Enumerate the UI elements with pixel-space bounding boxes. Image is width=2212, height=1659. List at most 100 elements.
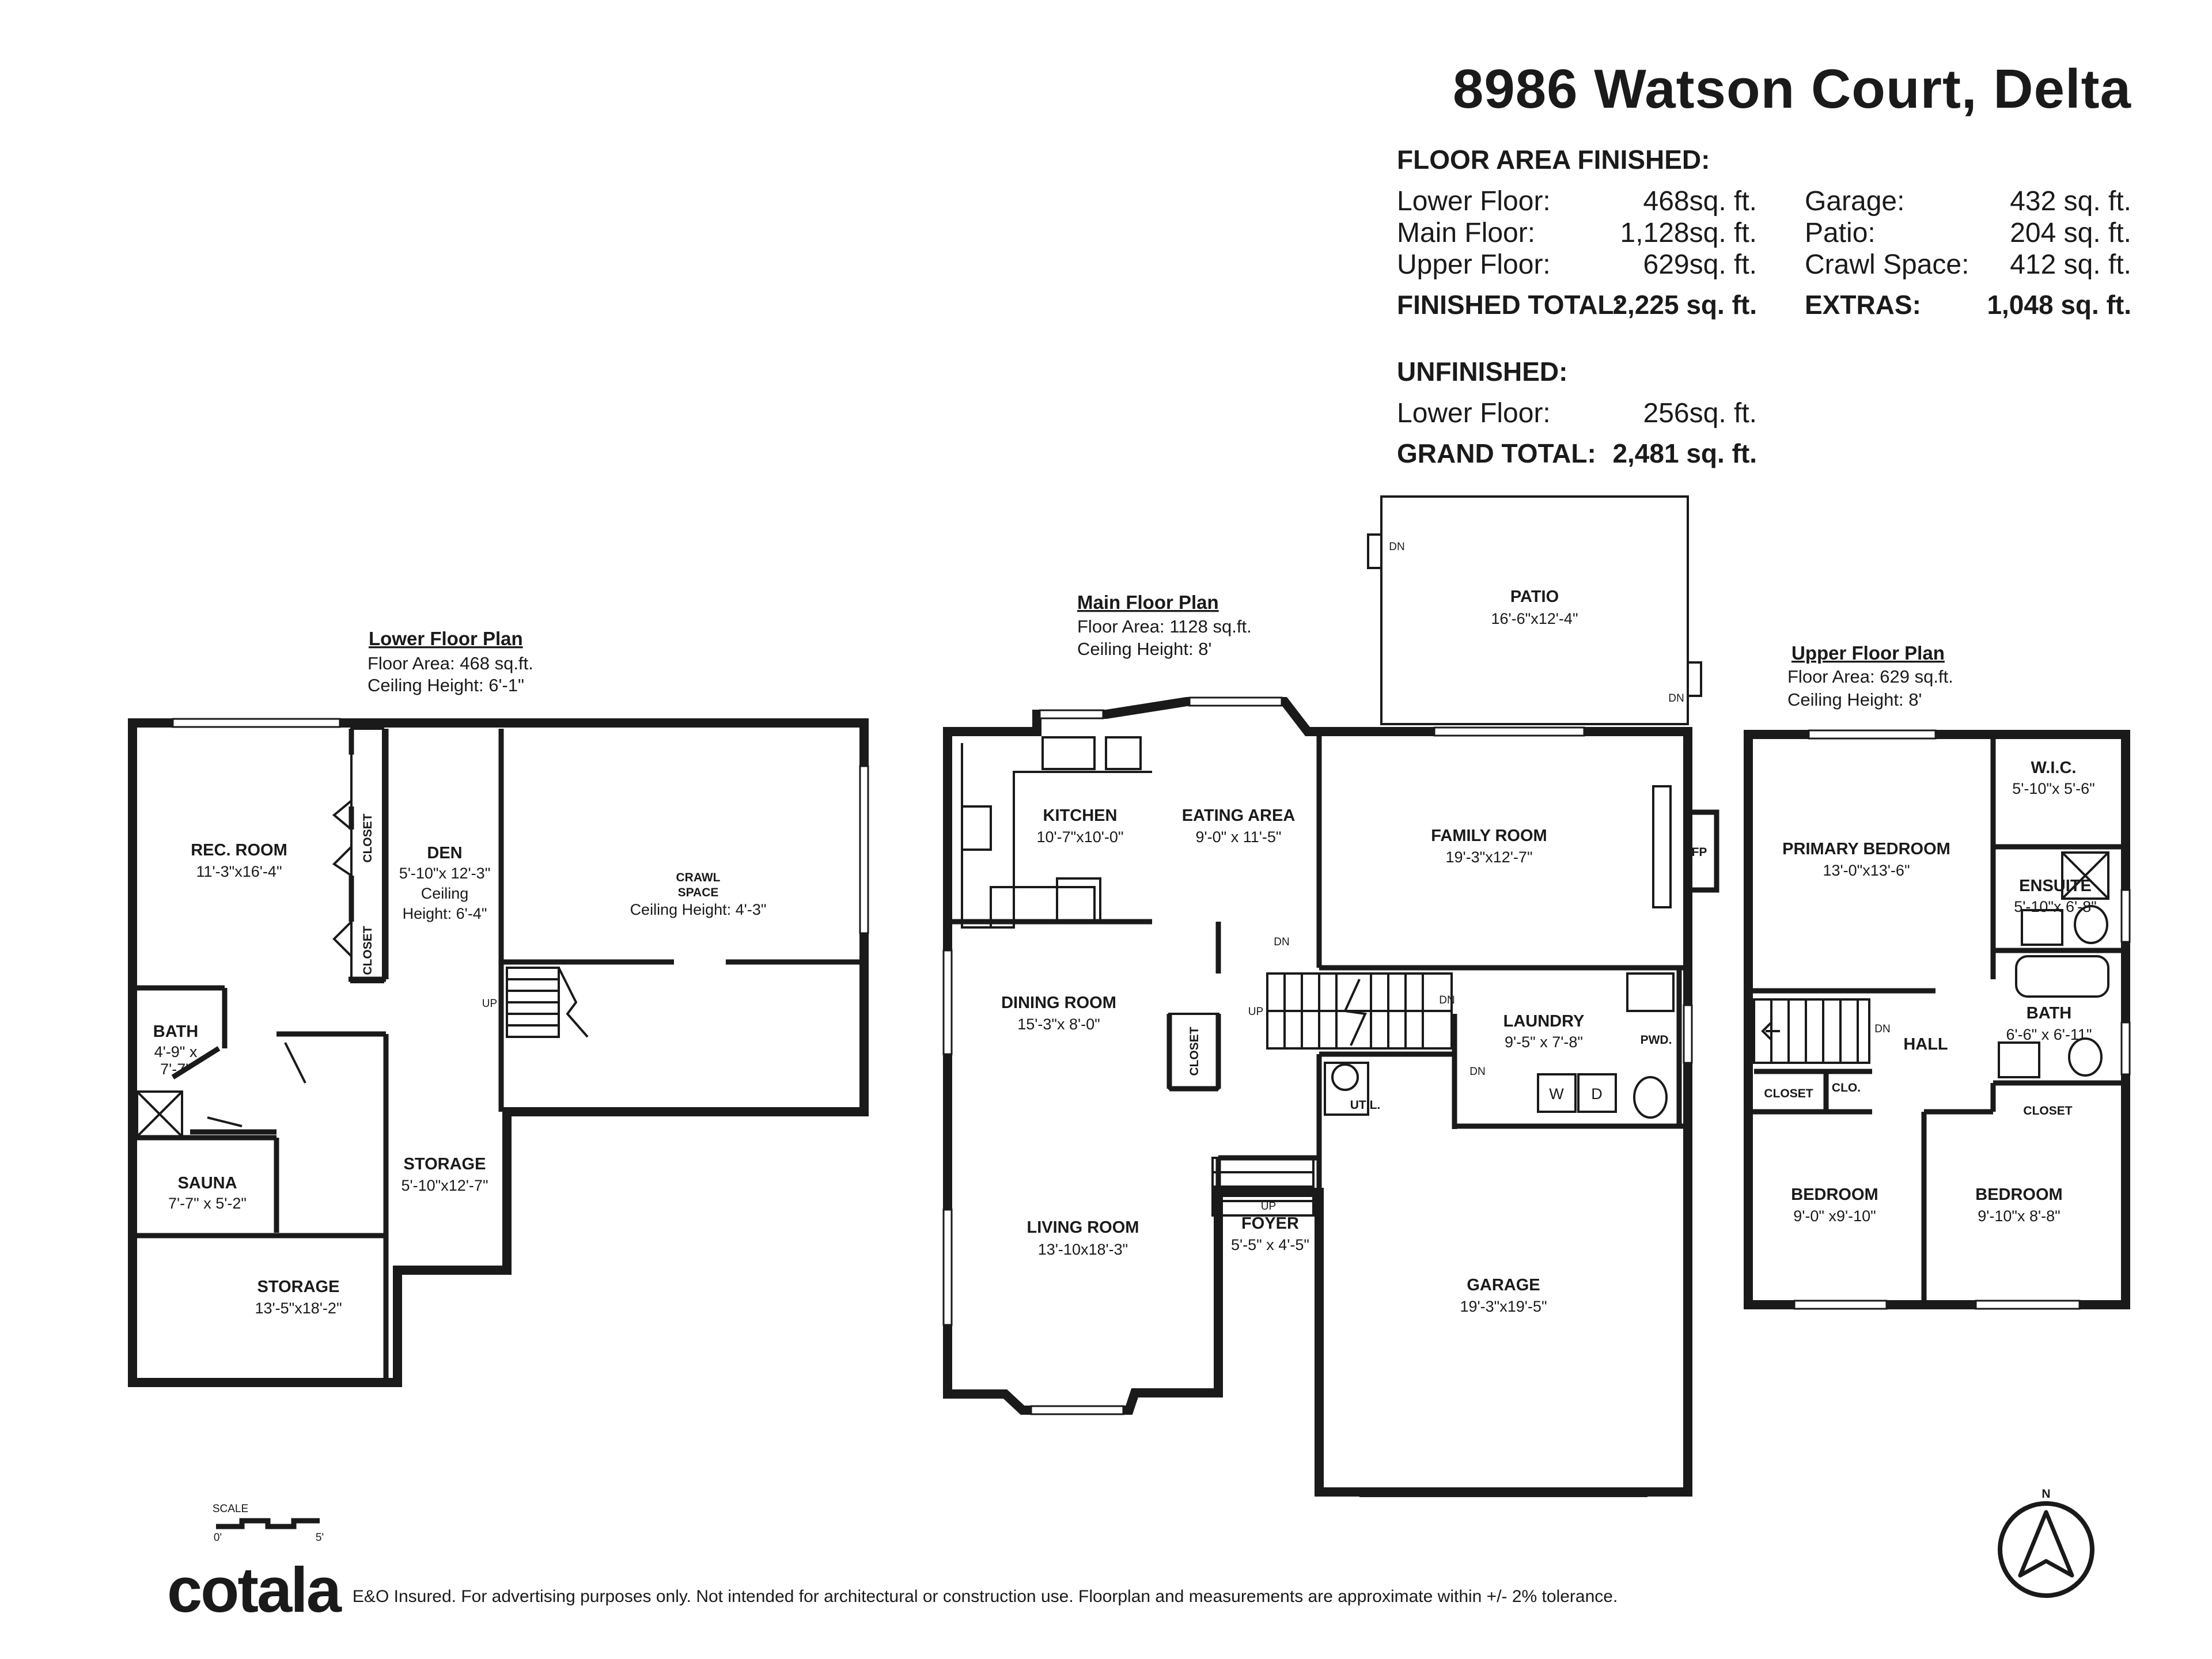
ensuite-name: ENSUITE [2019,877,2092,895]
upper-closet-label-2: CLOSET [2023,1104,2072,1118]
lower-floor-label: Lower Floor: [1397,186,1551,217]
lower-bath-name: BATH [153,1022,198,1041]
north-compass-icon: N [1998,1487,2094,1598]
sauna-heater-x [136,1090,183,1138]
upper-floor-plan: Upper Floor Plan Floor Area: 629 sq.ft. … [1744,642,2131,1310]
dishwasher [1105,736,1142,770]
foyer-dim: 5'-5" x 4'-5" [1231,1236,1309,1253]
kitchen-dim: 10'-7"x10'-0" [1036,828,1123,846]
storage-a-dim: 5'-10"x12'-7" [401,1177,488,1194]
window [2120,1021,2131,1075]
main-dn-label-2: DN [1439,994,1455,1006]
lower-bath-dim-2: 7'-7" [160,1060,191,1078]
bath-toilet [2068,1037,2103,1077]
upper-bath-name: BATH [2027,1004,2071,1022]
dryer-label: D [1591,1085,1603,1103]
upper-floor-label: Upper Floor: [1397,249,1551,280]
scale-label: SCALE [213,1503,248,1515]
wic-name: W.I.C. [2031,759,2077,777]
closet-door [332,800,353,957]
patio-step [1687,661,1702,697]
kitchen-counter [961,743,1152,929]
grand-total-value: 2,481 sq. ft. [1612,438,1757,468]
grand-total-label: GRAND TOTAL: [1397,438,1596,468]
lower-floor-plan: Lower Floor Plan Floor Area: 468 sq.ft. … [128,628,869,1387]
foyer-up-label: UP [1261,1200,1276,1213]
scale-start: 0' [214,1532,222,1544]
unfinished-heading: UNFINISHED: [1397,357,1568,387]
upper-plan-area: Floor Area: 629 sq.ft. [1787,666,1953,687]
unfinished-lower-label: Lower Floor: [1397,398,1551,429]
closet-label: CLOSET [361,926,374,975]
patio-name: PATIO [1510,588,1559,606]
crawl-space-label: Crawl Space: [1805,249,1969,280]
garage-name: GARAGE [1467,1276,1540,1294]
living-room-name: LIVING ROOM [1027,1218,1139,1237]
kitchen-name: KITCHEN [1043,806,1118,825]
fireplace-label: FP [1692,846,1707,859]
primary-bedroom-name: PRIMARY BEDROOM [1782,840,1950,858]
powder-toilet [1633,1076,1668,1119]
north-label: N [2041,1487,2050,1501]
ensuite-toilet [2074,905,2108,944]
bathtub [2015,955,2109,998]
washer [1537,1073,1577,1113]
lower-plan-title: Lower Floor Plan [369,628,523,649]
sauna-name: SAUNA [177,1174,237,1192]
window [942,1209,953,1326]
storage-b-name: STORAGE [257,1278,340,1296]
rec-room-name: REC. ROOM [191,841,287,859]
extras-label: EXTRAS: [1805,290,1921,320]
upper-bath-dim: 6'-6" x 6'-11" [2006,1026,2092,1043]
den-dim: 5'-10"x 12'-3" [399,865,491,882]
upper-outer-wall [1744,730,2130,1309]
upper-floor-value: 629sq. ft. [1643,249,1757,280]
laundry-dim: 9'-5" x 7'-8" [1505,1033,1583,1051]
den-ceiling-height: Height: 6'-4" [403,905,487,922]
window [1808,729,1937,740]
shower [2061,851,2109,900]
bedroom-1-name: BEDROOM [1791,1185,1878,1204]
finished-heading: FLOOR AREA FINISHED: [1397,145,1710,175]
powder-sink [1626,972,1675,1012]
stove [961,805,992,851]
main-stairs [1266,972,1453,1050]
ensuite-dim: 5'-10"x 6'-8" [2014,898,2097,915]
main-plan-area: Floor Area: 1128 sq.ft. [1077,616,1252,637]
patio-value: 204 sq. ft. [2010,218,2131,248]
disclaimer-text: E&O Insured. For advertising purposes on… [352,1587,1618,1606]
upper-dn-label: DN [1874,1023,1890,1035]
bedroom-2-dim: 9'-10"x 8'-8" [1978,1207,2061,1225]
window [1030,1405,1124,1415]
window [172,718,341,728]
window [859,765,869,934]
util-label: UTIL. [1350,1099,1381,1112]
window [1188,696,1283,707]
patio-outline [1380,495,1689,725]
main-floor-label: Main Floor: [1397,218,1536,248]
water-heater [1331,1063,1359,1091]
den-name: DEN [427,844,462,862]
patio-label: Patio: [1805,218,1876,248]
unfinished-lower-value: 256sq. ft. [1643,398,1757,429]
foyer-name: FOYER [1241,1214,1299,1233]
main-floor-value: 1,128sq. ft. [1620,218,1758,248]
garage-label: Garage: [1805,186,1905,217]
window [942,949,953,1055]
bedroom-2-name: BEDROOM [1975,1185,2062,1204]
den-ceiling-note: Ceiling [421,885,469,902]
storage-a-name: STORAGE [404,1155,486,1173]
kitchen-sink [1041,736,1096,770]
crawl-ceiling: Ceiling Height: 4'-3" [630,901,767,918]
crawl-space-value: 412 sq. ft. [2010,249,2131,280]
patio-dn-label: DN [1389,541,1404,553]
powder-label: PWD. [1641,1033,1672,1047]
eating-area-name: EATING AREA [1182,806,1296,825]
lower-plan-ceiling: Ceiling Height: 6'-1" [368,675,524,695]
window [1975,1300,2081,1310]
sauna-dim: 7'-7" x 5'-2" [168,1195,247,1212]
dining-room-dim: 15'-3"x 8'-0" [1017,1016,1100,1033]
patio-step [1367,533,1382,569]
dining-room-name: DINING ROOM [1001,994,1116,1012]
